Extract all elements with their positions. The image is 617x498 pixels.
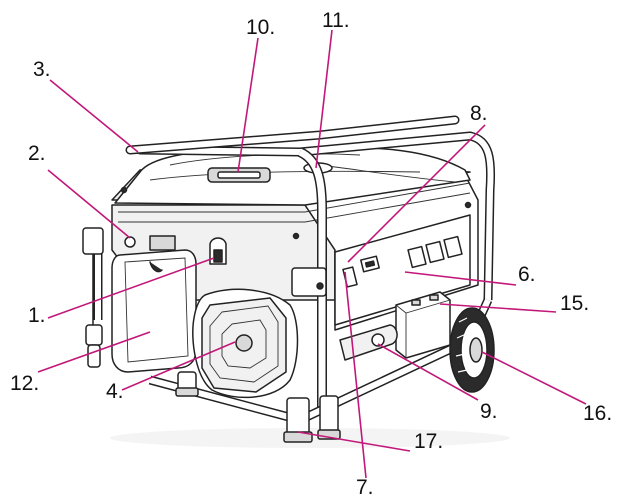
air-filter	[111, 249, 197, 373]
leader-lines	[37, 29, 587, 479]
recoil-starter	[192, 288, 299, 399]
callout-10: 10.	[246, 16, 275, 39]
callout-11: 11.	[322, 9, 350, 32]
fuel-valve	[209, 237, 227, 265]
callout-3: 3.	[33, 58, 51, 81]
fuel-cap	[207, 167, 271, 183]
muffler	[339, 324, 398, 361]
leader-line-12	[37, 331, 151, 373]
leader-line-6	[404, 271, 517, 286]
leader-line-4	[121, 341, 236, 391]
callout-1: 1.	[28, 304, 46, 327]
leader-line-3	[49, 79, 139, 153]
leader-line-17	[297, 431, 411, 452]
leader-line-16	[481, 351, 587, 405]
leader-line-2	[47, 169, 131, 239]
callout-15: 15.	[560, 292, 589, 315]
lifting-handle	[82, 227, 104, 368]
callout-8: 8.	[470, 102, 488, 125]
callout-9: 9.	[480, 400, 498, 423]
battery	[395, 291, 451, 359]
callout-17: 17.	[414, 430, 443, 453]
callout-16: 16.	[583, 402, 612, 425]
callout-12: 12.	[10, 372, 39, 395]
frame-clamp	[120, 186, 472, 297]
wheel	[449, 307, 495, 393]
generator-illustration	[82, 115, 510, 448]
leader-line-8	[347, 124, 486, 263]
leader-line-15	[439, 303, 557, 313]
callout-6: 6.	[518, 263, 536, 286]
leader-line-10	[237, 37, 259, 173]
leader-line-9	[377, 343, 479, 401]
leader-line-1	[47, 257, 215, 319]
callout-2: 2.	[28, 142, 46, 165]
callout-7: 7.	[356, 476, 374, 498]
leader-line-11	[315, 29, 333, 169]
callout-labels: 1. 2. 3. 4. 6. 7. 8. 9. 10. 11. 12. 15. …	[10, 9, 612, 498]
control-panel	[334, 214, 471, 326]
callout-4: 4.	[106, 380, 124, 403]
